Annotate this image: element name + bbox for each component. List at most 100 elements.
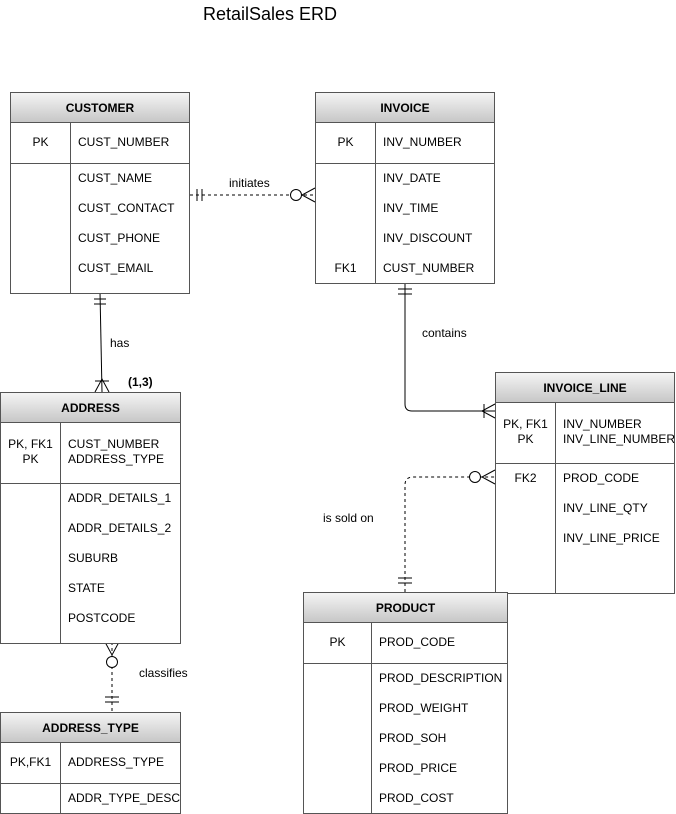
attribute: INV_LINE_QTY — [563, 501, 648, 515]
key-column: PK — [11, 123, 71, 163]
key-label: FK1 — [334, 261, 357, 275]
key-label: PK — [329, 635, 346, 649]
attribute: CUST_NUMBER — [383, 261, 475, 275]
entity-address-type: ADDRESS_TYPE PK,FK1 ADDRESS_TYPE ADDR_TYPE_… — [0, 712, 181, 814]
has-line — [99, 291, 103, 393]
attribute: PROD_CODE — [379, 635, 456, 649]
key-column: PK,FK1 — [1, 743, 61, 783]
many-crowsfoot — [480, 469, 496, 485]
rel-label-contains: contains — [422, 326, 467, 340]
entity-address-type-pk-section: PK,FK1 ADDRESS_TYPE — [1, 743, 180, 783]
attribute: SUBURB — [68, 551, 119, 565]
key-label: FK2 — [514, 471, 537, 485]
key-column — [304, 664, 372, 813]
attribute: INV_DATE — [383, 171, 441, 185]
key-column: PK — [316, 123, 376, 163]
attribute: PROD_WEIGHT — [379, 701, 469, 715]
many-crowsfoot — [104, 641, 120, 657]
attribute: POSTCODE — [68, 611, 136, 625]
key-label: PK — [22, 452, 39, 466]
key-column — [1, 784, 61, 813]
key-column: PK — [304, 623, 372, 663]
key-column: FK1 — [316, 164, 376, 283]
attribute-column: CUST_NUMBER — [78, 123, 189, 163]
many-crowsfoot — [300, 187, 316, 203]
zero-circle — [290, 189, 302, 201]
attribute: CUST_NAME — [78, 171, 153, 185]
attribute-column: CUST_NAME CUST_CONTACT CUST_PHONE CUST_EMAI… — [78, 164, 189, 293]
many-crowsfoot — [480, 403, 496, 419]
entity-invoice-name: INVOICE — [316, 93, 494, 123]
attribute: ADDR_DETAILS_1 — [68, 491, 172, 505]
key-label: PK — [337, 135, 354, 149]
key-column — [11, 164, 71, 293]
key-label: PK,FK1 — [9, 755, 52, 769]
attribute: INV_LINE_PRICE — [563, 531, 660, 545]
attribute: PROD_SOH — [379, 731, 447, 745]
attribute: INV_NUMBER — [563, 417, 642, 431]
attribute-column: INV_NUMBER — [383, 123, 494, 163]
entity-customer-name: CUSTOMER — [11, 93, 189, 123]
entity-customer-pk-section: PK CUST_NUMBER — [11, 123, 189, 163]
attribute: CUST_EMAIL — [78, 261, 154, 275]
attribute: ADDR_DETAILS_2 — [68, 521, 172, 535]
entity-customer: CUSTOMER PK CUST_NUMBER CUST_NAME CUST_CONTA… — [10, 92, 190, 294]
attribute-column: PROD_CODE — [379, 623, 507, 663]
attribute: ADDR_TYPE_DESC — [68, 791, 181, 805]
entity-address-name: ADDRESS — [1, 393, 180, 423]
key-label: PK, FK1 — [8, 437, 53, 451]
key-column: FK2 — [496, 464, 556, 593]
many-crowsfoot — [94, 377, 110, 393]
entity-invoice-pk-section: PK INV_NUMBER — [316, 123, 494, 163]
attribute: STATE — [68, 581, 105, 595]
rel-label-initiates: initiates — [229, 176, 270, 190]
attribute: INV_TIME — [383, 201, 439, 215]
entity-invoice-attrs-section: FK1 INV_DATE INV_TIME INV_DISCOUNT CUST_NUMB… — [316, 163, 494, 283]
entity-product-pk-section: PK PROD_CODE — [304, 623, 507, 663]
attribute: CUST_NUMBER — [68, 437, 160, 451]
attribute: INV_DISCOUNT — [383, 231, 473, 245]
key-label: PK, FK1 — [503, 417, 548, 431]
zero-circle — [469, 471, 481, 483]
entity-address-type-name: ADDRESS_TYPE — [1, 713, 180, 743]
attribute: INV_LINE_NUMBER — [563, 432, 676, 446]
attribute-column: ADDR_TYPE_DESC — [68, 784, 180, 813]
key-label: PK — [517, 432, 534, 446]
attribute: CUST_NUMBER — [78, 135, 170, 149]
entity-product-attrs-section: PROD_DESCRIPTION PROD_WEIGHT PROD_SOH PROD_… — [304, 663, 507, 813]
key-column — [1, 484, 61, 643]
entity-customer-attrs-section: CUST_NAME CUST_CONTACT CUST_PHONE CUST_EMAI… — [11, 163, 189, 293]
attribute: PROD_DESCRIPTION — [379, 671, 503, 685]
attribute: CUST_CONTACT — [78, 201, 175, 215]
attribute: CUST_PHONE — [78, 231, 161, 245]
attribute: PROD_PRICE — [379, 761, 458, 775]
attribute: ADDRESS_TYPE — [68, 755, 165, 769]
rel-label-is-sold-on: is sold on — [323, 511, 374, 525]
key-label: PK — [32, 135, 49, 149]
attribute: PROD_COST — [379, 791, 454, 805]
diagram-title: RetailSales ERD — [202, 4, 338, 24]
entity-invoice-line-name: INVOICE_LINE — [496, 373, 674, 403]
attribute: INV_NUMBER — [383, 135, 462, 149]
rel-label-has: has — [110, 336, 130, 350]
attribute-column: ADDRESS_TYPE — [68, 743, 180, 783]
attribute-column: INV_DATE INV_TIME INV_DISCOUNT CUST_NUMBER — [383, 164, 494, 283]
cardinality-label: (1,3) — [128, 375, 153, 389]
zero-circle — [106, 656, 118, 668]
contains-line — [404, 282, 495, 412]
